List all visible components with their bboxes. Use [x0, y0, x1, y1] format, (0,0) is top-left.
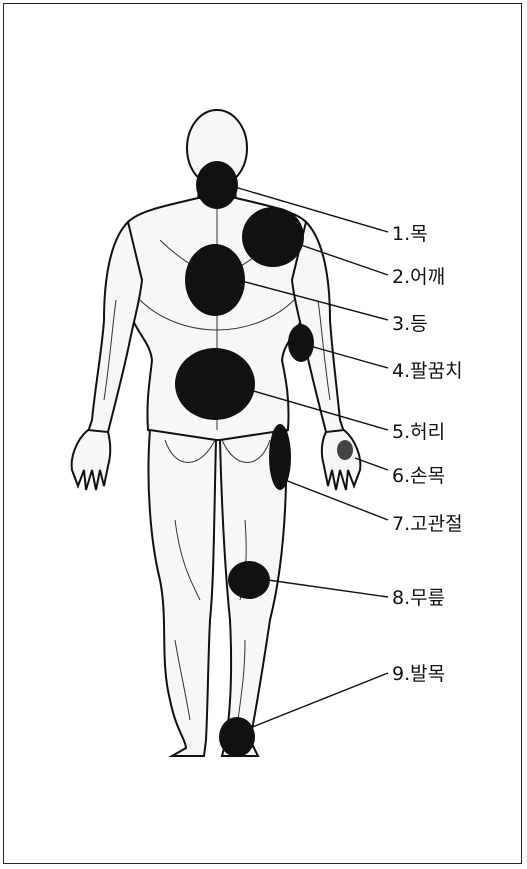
- shoulder-spot: [242, 207, 304, 267]
- label-knee: 8.무릎: [392, 587, 445, 609]
- labels: 1.목 2.어깨 3.등 4.팔꿈치 5.허리 6.손목 7.고관절 8.무릎 …: [392, 223, 463, 685]
- ankle-spot: [219, 717, 255, 757]
- label-back: 3.등: [392, 313, 428, 335]
- wrist-spot: [337, 440, 353, 460]
- label-shoulder: 2.어깨: [392, 266, 445, 288]
- back-spot: [185, 244, 245, 316]
- label-neck: 1.목: [392, 223, 428, 245]
- hip-spot: [269, 424, 291, 490]
- label-hip: 7.고관절: [392, 513, 463, 535]
- label-wrist: 6.손목: [392, 465, 445, 487]
- elbow-spot: [288, 324, 314, 362]
- neck-spot: [196, 161, 238, 209]
- knee-spot: [228, 561, 270, 599]
- waist-spot: [175, 348, 255, 420]
- label-elbow: 4.팔꿈치: [392, 360, 463, 382]
- label-ankle: 9.발목: [392, 663, 445, 685]
- label-waist: 5.허리: [392, 421, 445, 443]
